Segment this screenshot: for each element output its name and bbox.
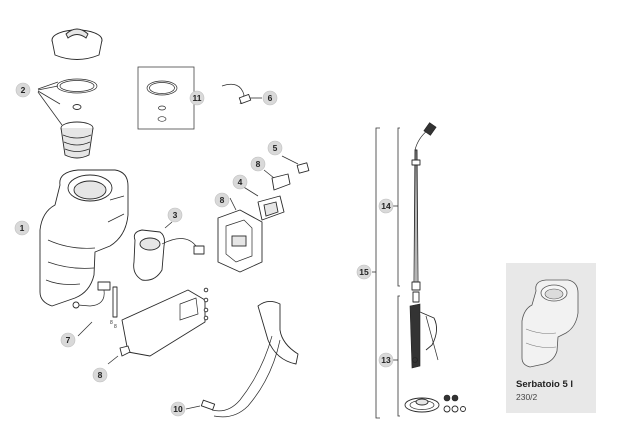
lance-brackets: [372, 127, 400, 419]
svg-text:4: 4: [238, 177, 243, 187]
callout-4: 4: [232, 174, 248, 190]
callout-6: 6: [262, 90, 278, 106]
callout-8-mid: 8: [214, 192, 230, 208]
tank-thumbnail: [521, 279, 579, 368]
outlet-fitting: 8: [72, 281, 118, 337]
product-code: 230/2: [516, 392, 538, 402]
shoulder-strap: [185, 301, 299, 418]
tank: [39, 169, 129, 307]
svg-text:3: 3: [173, 210, 178, 220]
svg-text:14: 14: [381, 201, 391, 211]
svg-text:8: 8: [114, 324, 117, 330]
svg-text:8: 8: [256, 159, 261, 169]
svg-text:2: 2: [21, 85, 26, 95]
callout-8-small: 8: [110, 320, 113, 326]
base-plate: [107, 287, 209, 365]
callout-15: 15: [356, 264, 372, 280]
spray-lance: [411, 122, 437, 303]
trigger-handle: [409, 303, 439, 369]
svg-text:8: 8: [220, 195, 225, 205]
callout-2: 2: [15, 82, 31, 98]
pump: [133, 221, 205, 281]
valve-assembly: [217, 155, 310, 273]
svg-text:6: 6: [268, 93, 273, 103]
callout-10: 10: [170, 401, 186, 417]
svg-text:8: 8: [98, 370, 103, 380]
callout-8-bottom: 8: [92, 367, 108, 383]
svg-text:15: 15: [359, 267, 369, 277]
svg-text:7: 7: [66, 335, 71, 345]
callout-13: 13: [378, 352, 394, 368]
callout-3: 3: [167, 207, 183, 223]
callout-7: 7: [60, 332, 76, 348]
callout-14: 14: [378, 198, 394, 214]
callout-8-top: 8: [250, 156, 266, 172]
cap-and-filter-assembly: [37, 28, 103, 159]
product-name: Serbatoio 5 l: [516, 379, 574, 390]
product-card: Serbatoio 5 l 230/2: [506, 263, 596, 413]
seal-kit: [404, 394, 466, 413]
svg-text:1: 1: [20, 223, 25, 233]
svg-text:11: 11: [193, 93, 202, 103]
callout-11: 11: [189, 90, 205, 106]
svg-text:10: 10: [173, 404, 183, 414]
svg-text:5: 5: [273, 143, 278, 153]
gasket-kit-box: [137, 66, 195, 130]
callout-1: 1: [14, 220, 30, 236]
hose-clip: [221, 83, 262, 105]
svg-text:13: 13: [381, 355, 391, 365]
callout-5: 5: [267, 140, 283, 156]
